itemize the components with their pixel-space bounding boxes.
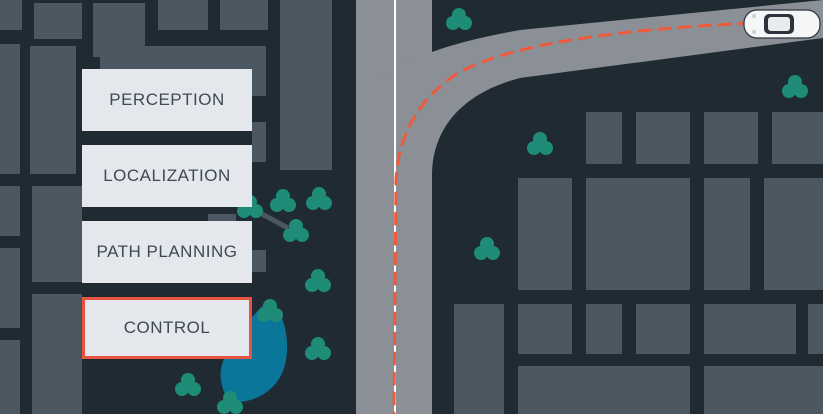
- tree-icon: [782, 75, 808, 98]
- tree-icon: [305, 337, 331, 360]
- tree-icon: [306, 187, 332, 210]
- car-icon: [743, 9, 821, 39]
- trees: [175, 8, 808, 414]
- tree-icon: [446, 8, 472, 30]
- stage-card-control[interactable]: CONTROL: [82, 297, 252, 359]
- stage-card-localization[interactable]: LOCALIZATION: [82, 145, 252, 207]
- stage-label-perception: PERCEPTION: [109, 90, 225, 109]
- stage-card-path-planning[interactable]: PATH PLANNING: [82, 221, 252, 283]
- map-connector: [260, 211, 290, 231]
- tree-icon: [175, 373, 201, 396]
- tree-icon: [270, 189, 296, 212]
- stage-label-control: CONTROL: [123, 318, 211, 337]
- planned-path: [392, 20, 772, 414]
- city-blocks-right: [454, 112, 823, 414]
- stage-card-perception[interactable]: PERCEPTION: [82, 69, 252, 131]
- stage-label-localization: LOCALIZATION: [103, 166, 231, 185]
- tree-icon: [257, 299, 283, 322]
- tree-icon: [527, 132, 553, 155]
- pond-icon: [220, 305, 288, 402]
- tree-icon: [283, 219, 309, 242]
- tree-icon: [217, 391, 243, 414]
- stage-label-path-planning: PATH PLANNING: [96, 242, 238, 261]
- curved-road: [356, 0, 823, 175]
- tree-icon: [474, 237, 500, 260]
- tree-icon: [305, 269, 331, 292]
